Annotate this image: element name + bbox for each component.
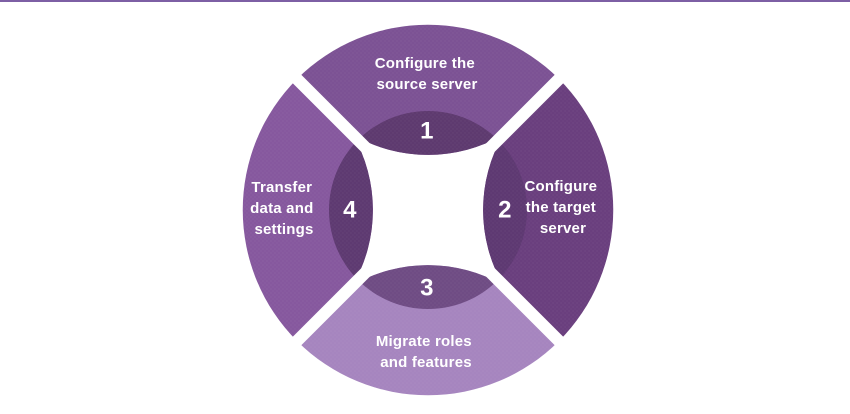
step-label-2-line-2: the target [526,199,596,216]
step-label-2-line-1: Configure [524,178,597,195]
diagonal-divider-ne-sw [278,60,578,360]
step-label-4: Transfer data and settings [250,179,318,238]
step-label-3: Migrate roles and features [376,333,476,371]
step-number-3: 3 [420,275,434,302]
step-label-3-line-2: and features [380,354,472,371]
step-label-2: Configure the target server [524,178,601,237]
step-label-4-line-2: data and [250,200,313,217]
step-label-2-line-3: server [540,220,586,237]
step-label-3-line-1: Migrate roles [376,333,472,350]
step-number-4: 4 [343,197,357,224]
step-label-1-line-1: Configure the [375,55,475,72]
step-label-4-line-1: Transfer [251,179,312,196]
step-number-2: 2 [498,197,512,224]
step-label-1: Configure the source server [375,55,479,93]
step-label-1-line-2: source server [376,76,477,93]
step-label-4-line-3: settings [254,221,313,238]
step-number-1: 1 [420,118,434,145]
top-border-line [0,0,850,2]
